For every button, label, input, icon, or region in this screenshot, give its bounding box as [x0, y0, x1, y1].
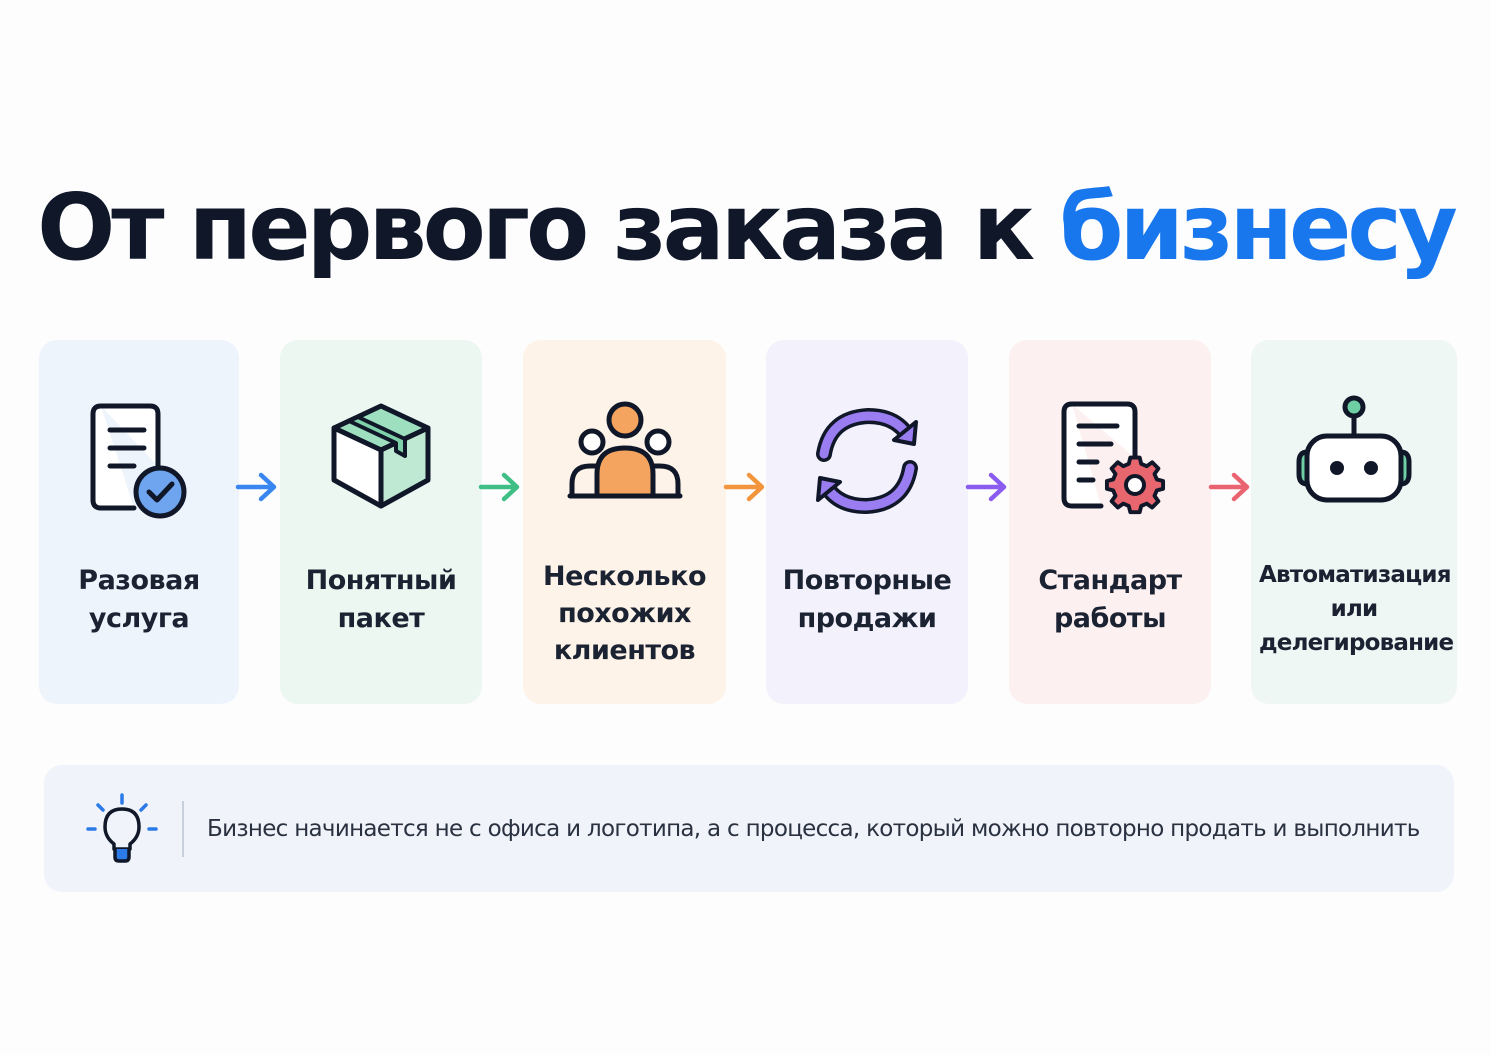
step-label: Повторные продажи: [782, 565, 952, 634]
step-label: Несколько похожих клиентов: [542, 561, 707, 666]
package-box-icon: [316, 396, 446, 526]
arrow-right-icon: [964, 470, 1010, 504]
lightbulb-icon: [84, 791, 160, 867]
note-divider: [182, 801, 184, 857]
arrow-right-icon: [1207, 470, 1253, 504]
page-title: От первого заказа к бизнесу: [0, 168, 1491, 288]
step-card-clear-package: Понятный пакет: [280, 340, 482, 704]
arrow-right-icon: [477, 470, 523, 504]
step-label: Стандарт работы: [1038, 565, 1182, 634]
step-label: Разовая услуга: [78, 565, 200, 634]
step-label: Понятный пакет: [305, 565, 457, 634]
step-card-one-time-service: Разовая услуга: [39, 340, 239, 704]
arrow-right-icon: [722, 470, 768, 504]
people-group-icon: [560, 396, 690, 526]
title-main: От первого заказа к: [37, 174, 1060, 281]
step-card-similar-clients: Несколько похожих клиентов: [523, 340, 726, 704]
step-card-repeat-sales: Повторные продажи: [766, 340, 968, 704]
arrow-right-icon: [234, 470, 280, 504]
document-check-icon: [74, 396, 204, 526]
step-card-work-standard: Стандарт работы: [1009, 340, 1211, 704]
note-text: Бизнес начинается не с офиса и логотипа,…: [207, 816, 1420, 842]
title-accent: бизнесу: [1059, 174, 1458, 281]
step-label: Автоматизация или делегирование: [1259, 562, 1454, 656]
robot-icon: [1289, 390, 1419, 520]
insight-note: Бизнес начинается не с офиса и логотипа,…: [44, 765, 1454, 892]
document-gear-icon: [1045, 396, 1175, 526]
repeat-cycle-icon: [802, 396, 932, 526]
step-card-automation: Автоматизация или делегирование: [1251, 340, 1457, 704]
